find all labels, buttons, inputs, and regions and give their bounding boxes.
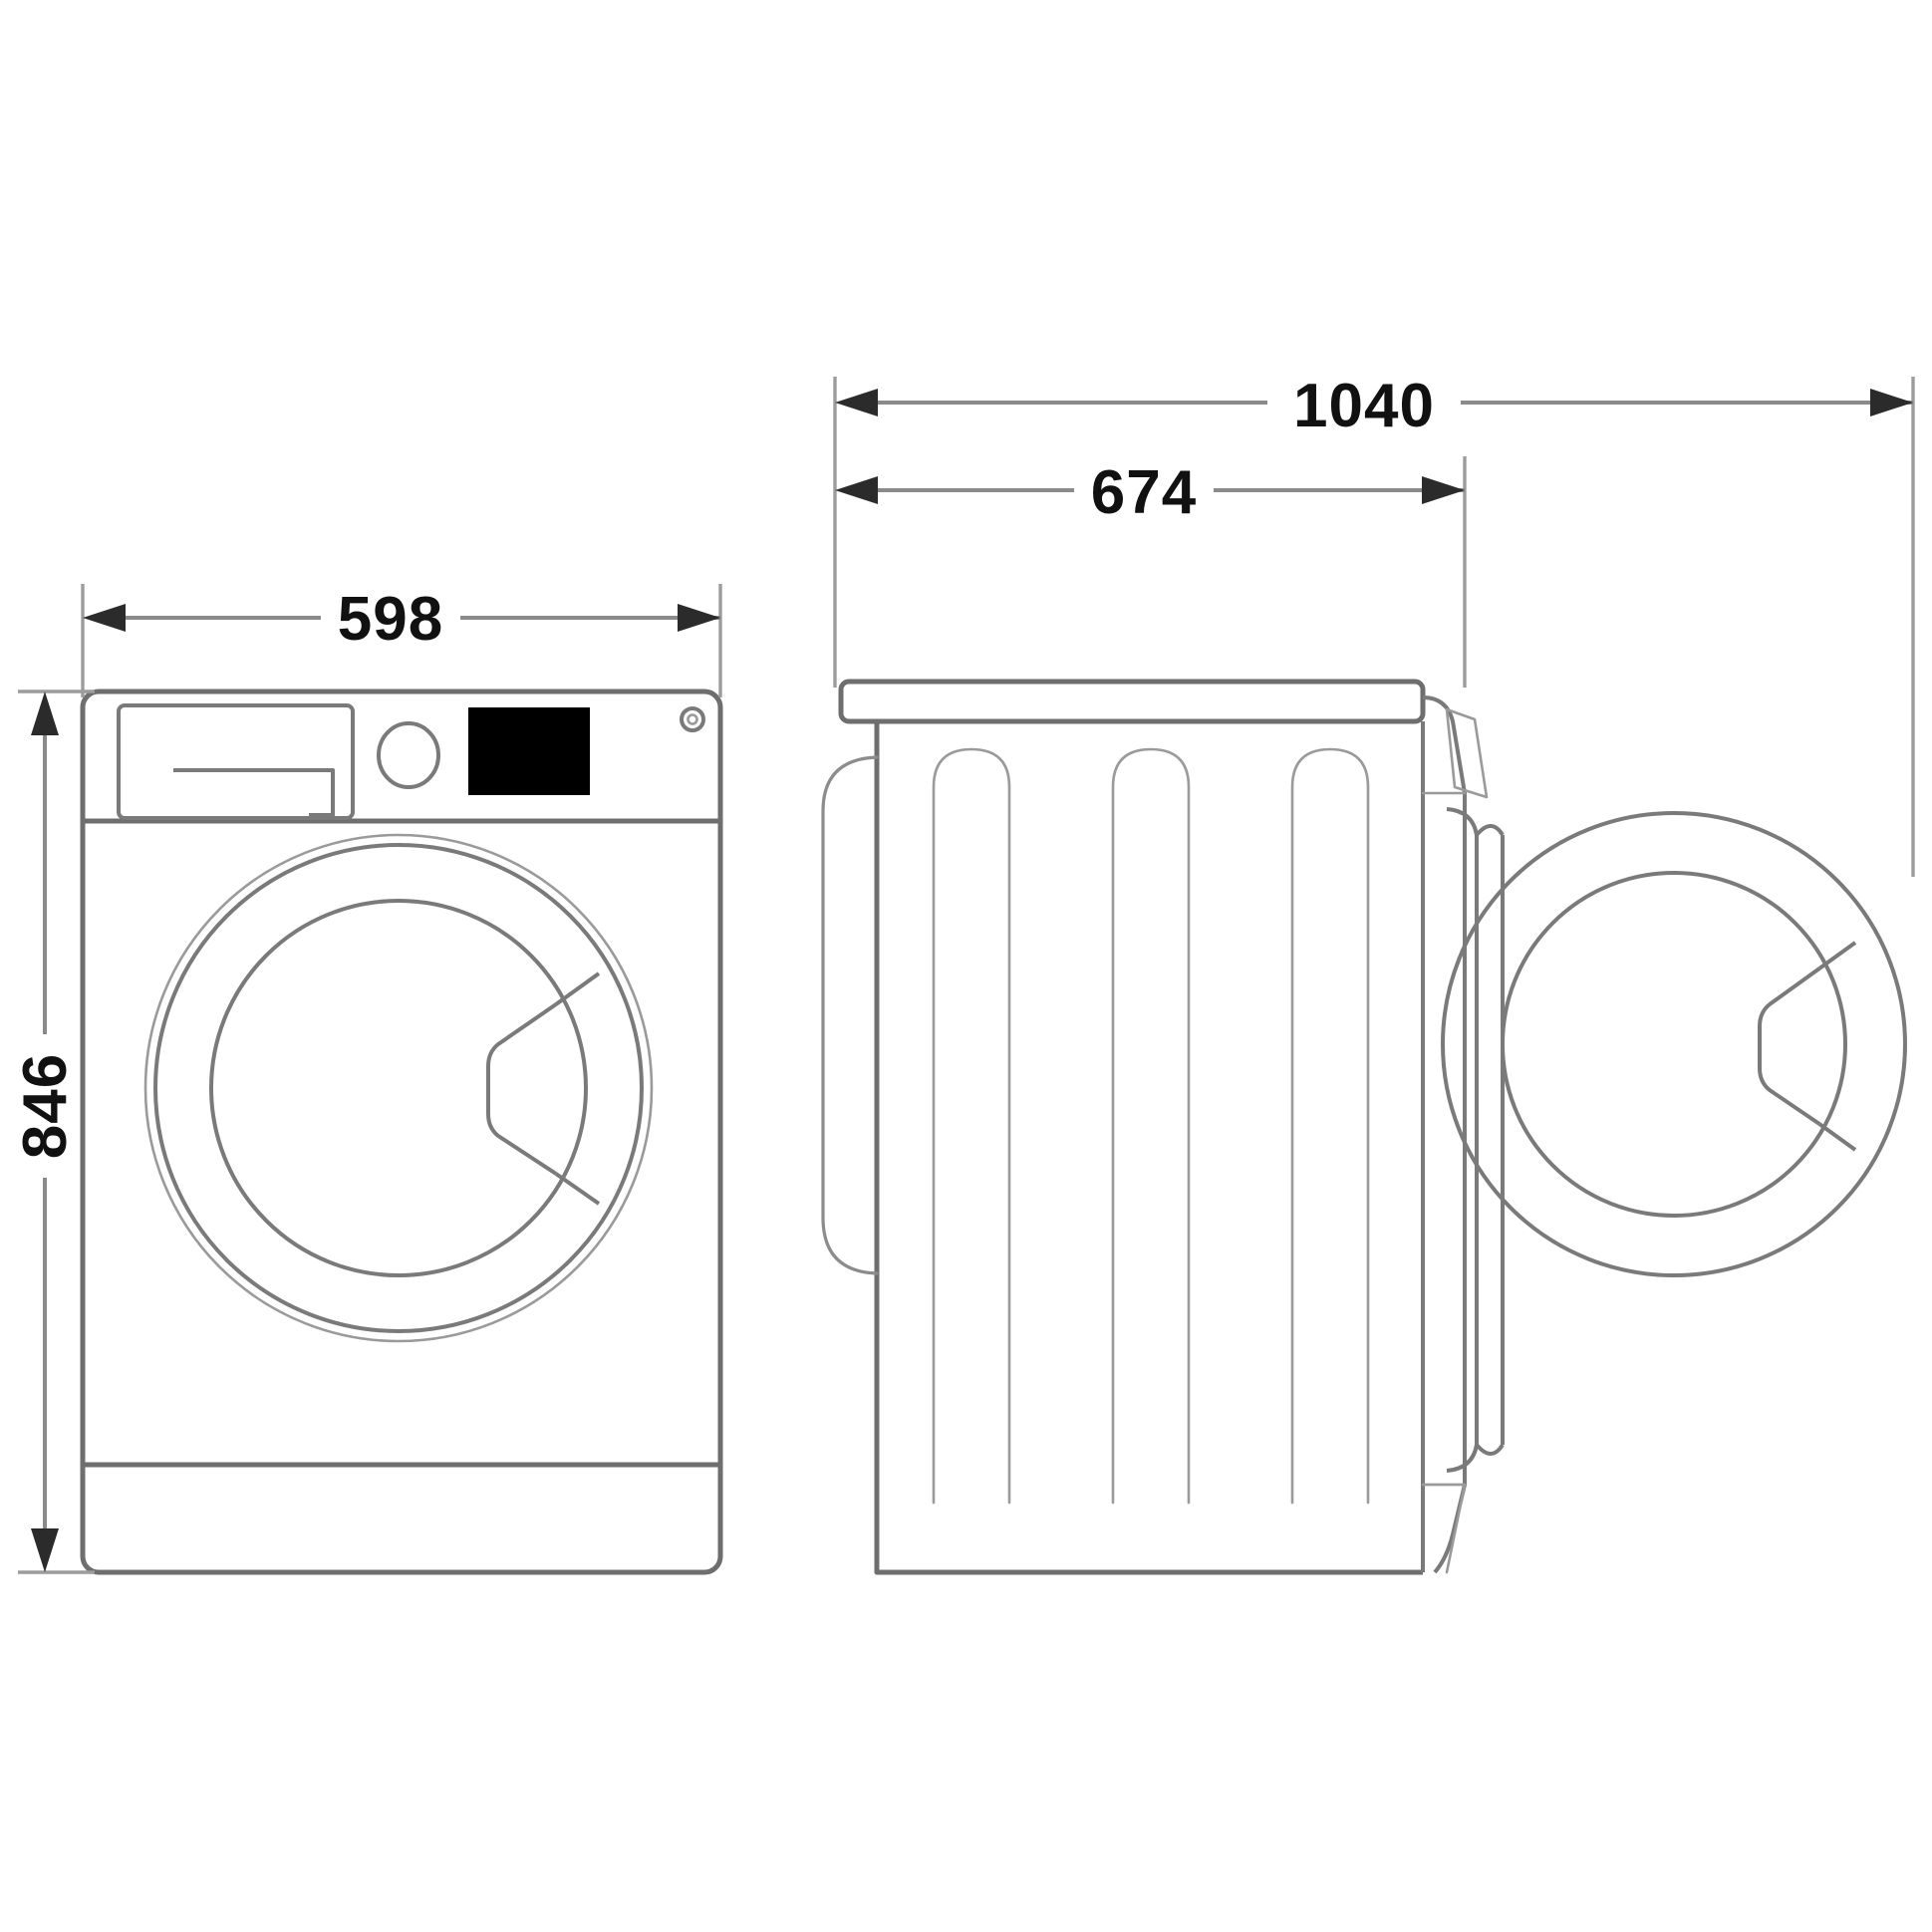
arrowhead-1040-left xyxy=(835,389,878,416)
arrowhead-598-right xyxy=(678,604,720,632)
arrowhead-674-left xyxy=(835,476,878,504)
front-cabinet-outline xyxy=(80,689,723,1575)
open-door-spoke-top xyxy=(1817,941,1857,970)
open-door-outer-ring xyxy=(1441,811,1907,1277)
open-door-edge-cap-bottom xyxy=(1475,1443,1505,1456)
detergent-drawer-handle xyxy=(173,768,335,817)
open-door-spoke-bottom xyxy=(1817,1122,1857,1152)
dimension-846: 846 xyxy=(11,690,95,1574)
door-handle-spoke-top xyxy=(554,971,601,1006)
front-fascia-profile xyxy=(1422,695,1467,1574)
selector-knob xyxy=(377,721,440,789)
open-door-inner-ring xyxy=(1501,871,1847,1218)
power-button-center xyxy=(687,713,698,725)
door-glass-ring xyxy=(209,899,588,1277)
dimension-label-598: 598 xyxy=(338,585,443,654)
door-handle-notch xyxy=(486,1002,558,1176)
dimension-674: 674 xyxy=(835,456,1467,688)
dimension-1040: 1040 xyxy=(833,372,1915,877)
door-bezel-ring xyxy=(153,843,644,1333)
detergent-drawer xyxy=(117,703,355,820)
open-door-edge-cap-top xyxy=(1475,824,1505,837)
dimension-598: 598 xyxy=(81,584,722,697)
arrowhead-846-top xyxy=(31,691,59,735)
open-door-edge xyxy=(1446,807,1479,1473)
cabinet-side-outline xyxy=(874,721,1423,1575)
dimension-label-1040: 1040 xyxy=(1293,372,1435,440)
worktop xyxy=(838,679,1426,724)
open-door-handle-notch xyxy=(1758,966,1821,1126)
panel-seam-1 xyxy=(932,747,1011,1505)
dimension-label-674: 674 xyxy=(1091,458,1197,527)
dimension-label-846: 846 xyxy=(11,1053,80,1159)
door-hinge-bracket xyxy=(1445,707,1489,799)
display-panel xyxy=(468,707,590,795)
levelling-foot xyxy=(1421,1483,1467,1574)
arrowhead-846-bottom xyxy=(31,1528,59,1572)
rear-panel-bulge xyxy=(821,755,879,1275)
arrowhead-1040-right xyxy=(1870,389,1913,416)
power-button xyxy=(680,706,705,732)
front-view xyxy=(80,689,723,1575)
side-view xyxy=(821,679,1907,1575)
door-outer-ring xyxy=(143,833,654,1343)
panel-seam-2 xyxy=(1111,747,1191,1505)
arrowhead-674-right xyxy=(1422,476,1465,504)
arrowhead-598-left xyxy=(83,604,126,632)
door-handle-spoke-bottom xyxy=(554,1172,601,1206)
panel-seam-3 xyxy=(1290,747,1370,1505)
